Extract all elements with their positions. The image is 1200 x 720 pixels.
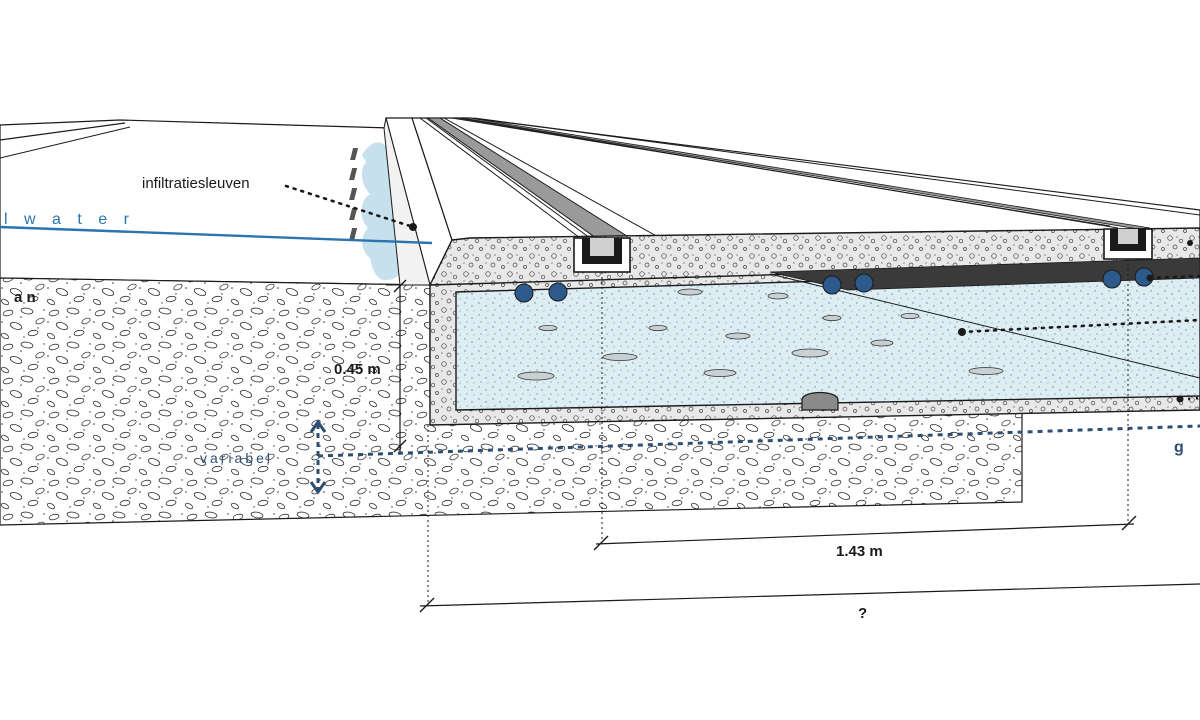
drainage-pipes (514, 257, 1200, 303)
pipe (1102, 269, 1122, 289)
reference-lines (427, 259, 1129, 604)
groundwater-label: g (1174, 439, 1184, 456)
inner-width-label: 1.43 m (836, 543, 883, 560)
groove-left (573, 237, 631, 273)
water-bubbles (517, 288, 1004, 381)
left-fragment-label: a n (14, 289, 36, 306)
infiltration-marker (409, 223, 417, 231)
height-dimension (386, 279, 430, 453)
water-level-line (0, 225, 433, 245)
infiltration-leader (284, 184, 412, 228)
channel-top-surface (411, 117, 1200, 241)
variable-label: variabel (200, 450, 273, 466)
storage-basin (429, 261, 1200, 426)
groundwater-line (317, 424, 1200, 458)
right-leaders (958, 240, 1200, 403)
groove-right (1103, 228, 1153, 260)
infiltration-label: infiltratiesleuven (142, 175, 250, 192)
variable-arrow (309, 419, 327, 495)
total-width-label: ? (858, 605, 867, 622)
height-label: 0.45 m (334, 361, 381, 378)
inner-width-dimension (593, 515, 1137, 551)
pipe (514, 283, 534, 303)
kerb-slots (349, 148, 359, 240)
pipe (822, 275, 842, 295)
drain-outlet (801, 391, 839, 411)
total-width-dimension (419, 583, 1200, 613)
water-label: l w a t e r (4, 211, 135, 228)
pipe (854, 273, 874, 293)
pipe (548, 282, 568, 302)
